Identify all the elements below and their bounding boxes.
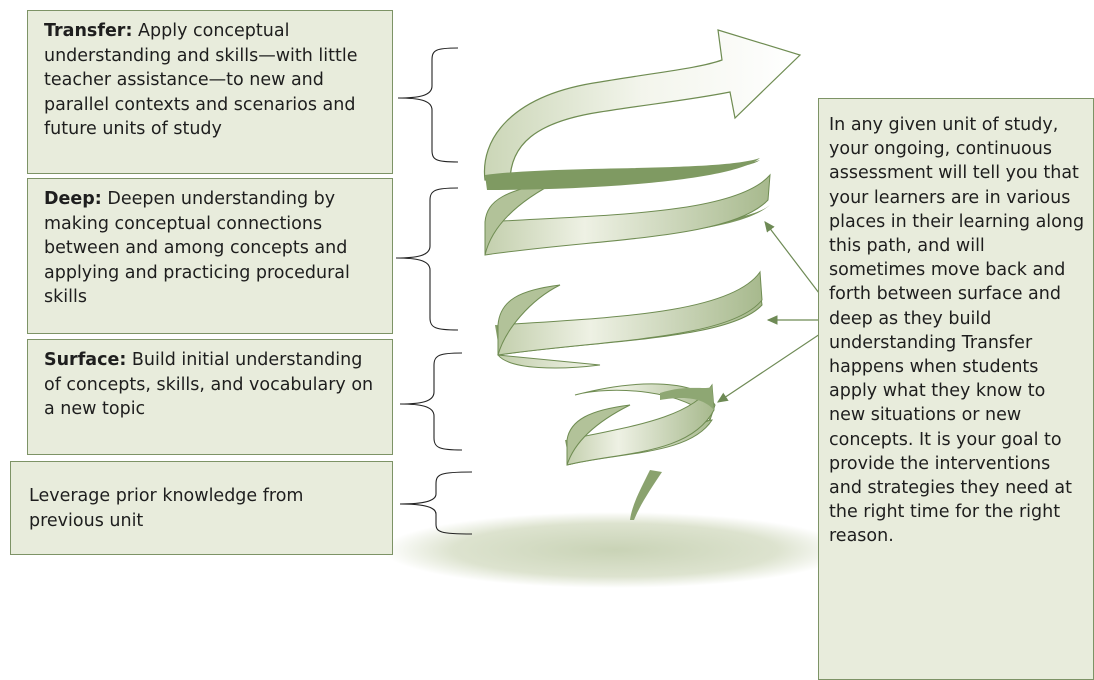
spiral-band-4-top	[660, 385, 714, 410]
brace-prior	[399, 471, 473, 535]
level-text-prior: Leverage prior knowledge from previous u…	[29, 486, 304, 531]
level-text-deep: Deepen understanding by making conceptua…	[44, 189, 350, 307]
base-ellipse	[383, 512, 847, 588]
spiral-twist-3	[497, 284, 561, 356]
note-box: In any given unit of study, your ongoing…	[818, 98, 1094, 680]
spiral-top-underside	[485, 158, 760, 190]
brace-transfer	[397, 47, 459, 163]
level-term-transfer: Transfer:	[44, 21, 133, 41]
level-box-transfer: Transfer: Apply conceptual understanding…	[27, 10, 393, 174]
note-text: In any given unit of study, your ongoing…	[829, 115, 1085, 547]
spiral-band-3-face	[497, 270, 763, 356]
spiral-arrow	[483, 29, 802, 183]
brace-deep	[395, 187, 459, 331]
spiral-tail	[630, 470, 662, 520]
spiral-band-4-face	[566, 383, 715, 466]
level-term-deep: Deep:	[44, 189, 102, 209]
level-term-surface: Surface:	[44, 350, 127, 370]
level-box-surface: Surface: Build initial understanding of …	[27, 339, 393, 455]
level-box-deep: Deep: Deepen understanding by making con…	[27, 178, 393, 334]
level-text-transfer: Apply conceptual understanding and skill…	[44, 21, 358, 139]
spiral-band-2-face	[484, 173, 771, 256]
level-text-surface: Build initial understanding of concepts,…	[44, 350, 374, 419]
brace-surface	[399, 352, 463, 451]
level-box-prior: Leverage prior knowledge from previous u…	[10, 461, 393, 555]
spiral-twist-4	[566, 404, 631, 466]
